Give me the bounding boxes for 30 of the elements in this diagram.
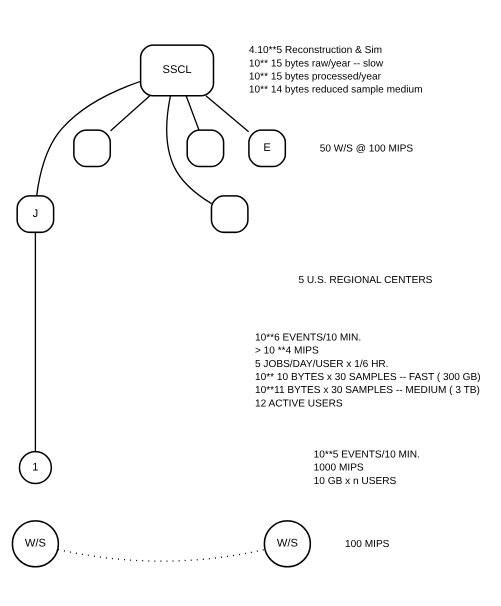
label: 5 JOBS/DAY/USER x 1/6 HR. <box>254 358 389 370</box>
label: 10**11 BYTES x 30 SAMPLES -- MEDIUM ( 3 TB) <box>254 384 480 396</box>
label: 10 GB x n USERS <box>314 475 396 486</box>
node-circle: W/S <box>264 520 312 568</box>
label: 10**6 EVENTS/10 MIN. <box>254 332 362 344</box>
connector <box>36 80 141 196</box>
node-label: 4.10**5 Reconstruction & Sim <box>248 44 382 56</box>
label: 10** 10 BYTES x 30 SAMPLES -- FAST ( 300 GB) <box>254 372 481 383</box>
node-label: 10** 15 bytes raw/year -- slow <box>248 58 384 69</box>
node-circle: W/S <box>12 520 60 568</box>
connector <box>206 94 250 132</box>
label: 50 W/S @ 100 MIPS <box>320 142 414 154</box>
node-box: SSCL <box>140 44 214 96</box>
label: 5 U.S. REGIONAL CENTERS <box>298 274 432 286</box>
label: 100 MIPS <box>345 538 390 550</box>
node-box <box>186 128 224 167</box>
connector <box>58 548 265 562</box>
connector <box>166 95 212 204</box>
connector <box>186 95 200 130</box>
node-box <box>210 194 249 233</box>
connector <box>110 94 150 131</box>
node-circle: 1 <box>18 450 52 484</box>
label: 12 ACTIVE USERS <box>254 398 343 409</box>
node-label: 10** 14 bytes reduced sample medium <box>248 84 423 96</box>
connector <box>34 232 36 451</box>
label: 10**5 EVENTS/10 MIN. <box>314 448 420 460</box>
label: > 10 **4 MIPS <box>254 345 319 356</box>
node-box <box>73 128 112 167</box>
node-label: 10** 15 bytes processed/year <box>248 71 381 82</box>
label: 1000 MIPS <box>314 462 364 474</box>
